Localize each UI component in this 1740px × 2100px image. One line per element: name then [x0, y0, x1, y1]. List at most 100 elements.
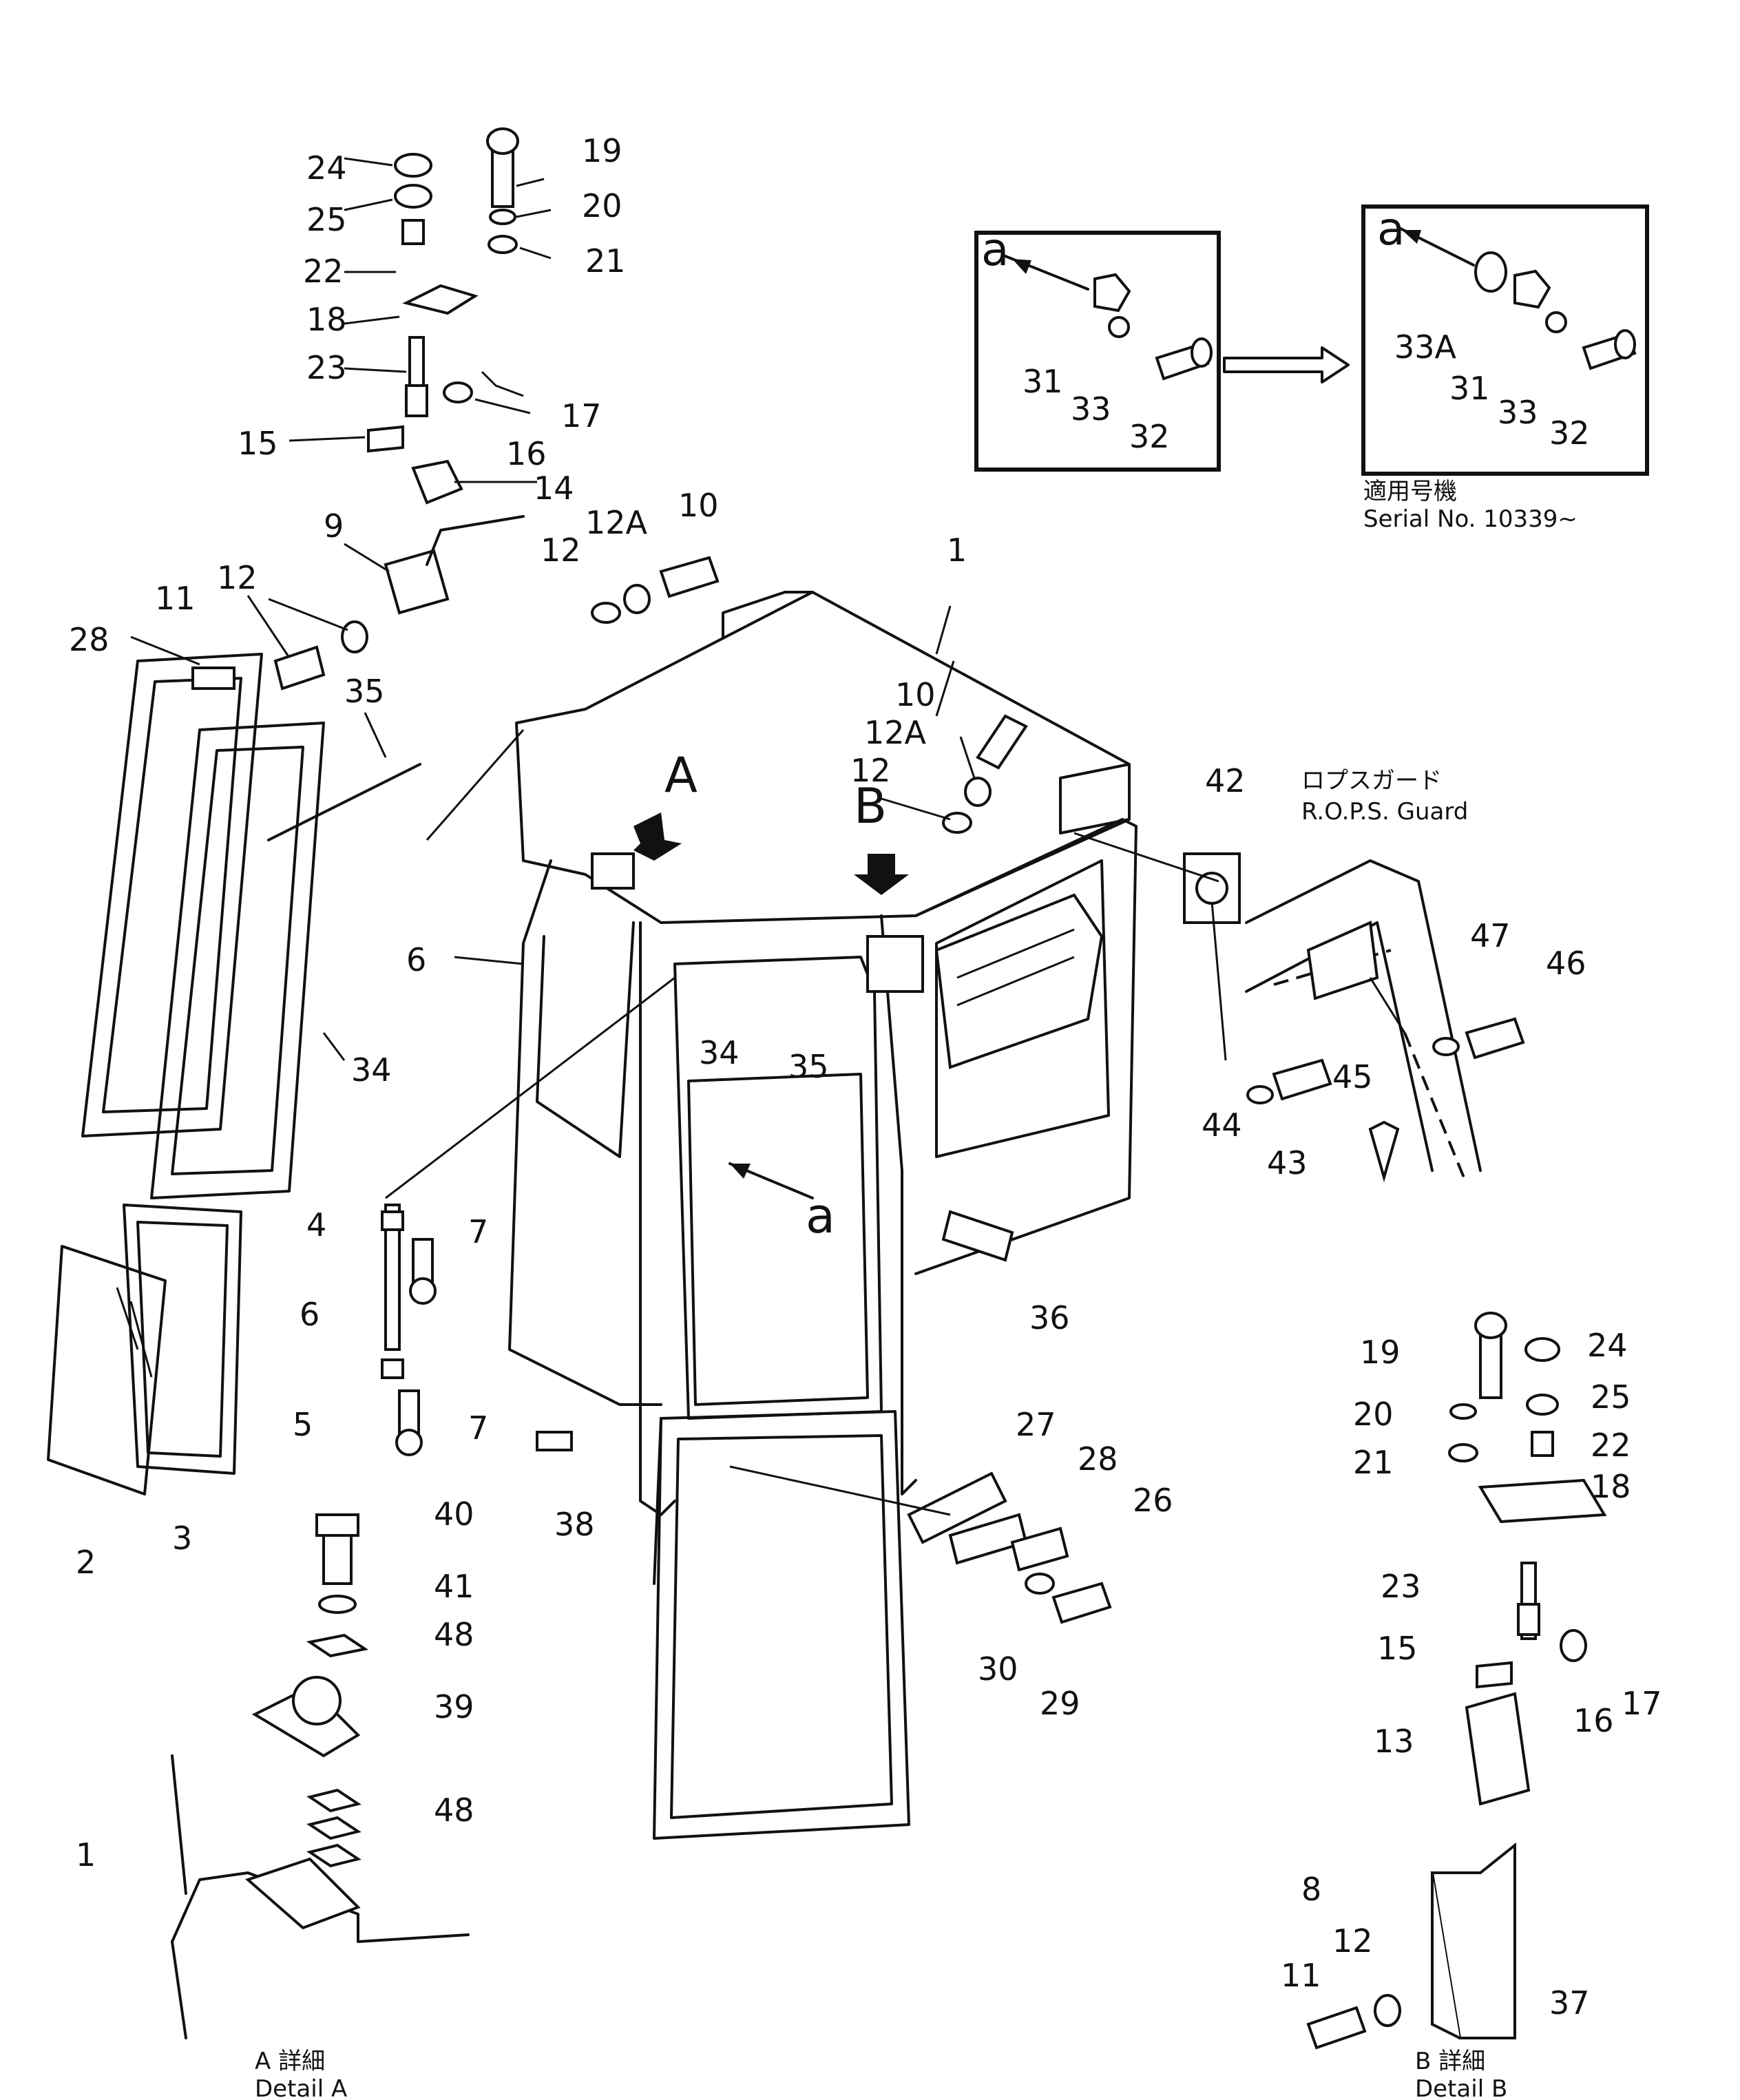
callout-25-b: 25 [1591, 1378, 1631, 1416]
callout-21-b: 21 [1353, 1444, 1394, 1481]
leader-lines [130, 157, 976, 1061]
callout-24-top: 24 [306, 149, 347, 187]
callout-11-b: 11 [1281, 1957, 1321, 1994]
callout-1-main: 1 [947, 532, 967, 569]
callout-20-b: 20 [1353, 1396, 1394, 1433]
callout-7-top: 7 [468, 1213, 488, 1250]
callout-47: 47 [1470, 917, 1511, 954]
callout-22-top: 22 [303, 253, 344, 290]
callout-18-b: 18 [1591, 1468, 1631, 1505]
callout-19-top: 19 [582, 132, 622, 169]
callout-10-right: 10 [895, 676, 936, 713]
callout-42: 42 [1205, 762, 1246, 799]
callout-12-b: 12 [1332, 1922, 1373, 1960]
callout-32-before: 32 [1129, 418, 1170, 455]
callout-14: 14 [534, 470, 574, 507]
callout-35-center: 35 [788, 1048, 829, 1085]
callout-15-top: 15 [238, 425, 278, 462]
detail-b-jp: B 詳細 [1415, 2048, 1485, 2075]
callout-11-left: 11 [155, 580, 196, 617]
callout-45: 45 [1332, 1058, 1373, 1095]
callout-26: 26 [1133, 1482, 1173, 1519]
callout-8: 8 [1301, 1871, 1321, 1908]
misc-parts [385, 729, 1525, 1624]
callout-19-b: 19 [1360, 1334, 1401, 1371]
callout-15-b: 15 [1377, 1630, 1418, 1667]
marker-labels: A B a a a [664, 202, 1405, 1244]
callout-6-top: 6 [406, 941, 426, 978]
ref-label-a-after: a [1377, 202, 1405, 255]
callout-36: 36 [1029, 1299, 1070, 1336]
callout-23-b: 23 [1381, 1568, 1421, 1605]
cab-frame [508, 591, 1138, 1840]
inset-before [974, 231, 1221, 472]
callout-12-left: 12 [541, 532, 581, 569]
detail-a-jp: A 詳細 [255, 2048, 325, 2075]
detail-b [1306, 1312, 1607, 2050]
ref-label-a-before: a [981, 223, 1009, 276]
callout-48-top: 48 [434, 1616, 474, 1653]
callout-1-detail-a: 1 [76, 1836, 96, 1873]
callout-28-center: 28 [1078, 1440, 1118, 1478]
callout-3: 3 [172, 1520, 192, 1557]
callout-7-bottom: 7 [468, 1409, 488, 1447]
callout-12a-left: 12A [585, 504, 648, 541]
rops-guard [1059, 763, 1482, 1185]
callout-34-center: 34 [699, 1034, 740, 1071]
callout-28-left: 28 [69, 621, 109, 658]
callout-44: 44 [1202, 1106, 1242, 1144]
callout-25-top: 25 [306, 201, 347, 238]
callout-12a-right: 12A [864, 714, 927, 751]
callout-29: 29 [1040, 1685, 1080, 1722]
ref-label-a-main: a [806, 1188, 835, 1244]
callout-46: 46 [1546, 945, 1586, 982]
callout-17-top: 17 [561, 397, 602, 434]
serial-en: Serial No. 10339~ [1363, 505, 1577, 533]
callout-5: 5 [293, 1406, 313, 1443]
callout-39: 39 [434, 1688, 474, 1725]
callout-31-before: 31 [1023, 363, 1063, 400]
callout-12-right: 12 [850, 752, 891, 789]
lock-stack-top [273, 127, 525, 691]
roof-bolts [591, 556, 1028, 834]
change-arrow [1223, 346, 1350, 384]
callout-10-left: 10 [678, 487, 719, 524]
callout-21-top: 21 [585, 242, 626, 280]
detail-b-en: Detail B [1415, 2075, 1507, 2100]
callout-33a-after: 33A [1394, 328, 1457, 366]
callout-labels: 19 24 20 25 21 22 18 23 17 15 16 14 10 1… [69, 132, 1662, 2022]
view-markers [633, 812, 909, 1199]
detail-a-en: Detail A [255, 2075, 347, 2100]
callout-13: 13 [1374, 1723, 1414, 1760]
hinge-pin [381, 1204, 437, 1456]
callout-41: 41 [434, 1568, 474, 1605]
callout-32-after: 32 [1549, 414, 1590, 452]
callout-16-b: 16 [1573, 1702, 1614, 1739]
callout-23-top: 23 [306, 349, 347, 386]
notes: 適用号機 Serial No. 10339~ ロプスガード R.O.P.S. G… [255, 478, 1577, 2100]
inset-after [1361, 204, 1649, 476]
callout-48-bottom: 48 [434, 1792, 474, 1829]
callout-43: 43 [1267, 1144, 1308, 1182]
rops-en: R.O.P.S. Guard [1301, 798, 1468, 826]
callout-33-after: 33 [1498, 394, 1538, 431]
callout-31-after: 31 [1449, 370, 1490, 407]
callout-37: 37 [1549, 1984, 1590, 2022]
callout-40: 40 [434, 1495, 474, 1533]
callout-33-before: 33 [1071, 390, 1111, 428]
rops-jp: ロプスガード [1301, 767, 1442, 795]
callout-18-top: 18 [306, 301, 347, 338]
callout-30: 30 [978, 1650, 1018, 1688]
callout-35-top: 35 [344, 673, 385, 710]
side-glass [47, 1204, 242, 1495]
callout-16-top: 16 [506, 435, 547, 472]
callout-20-top: 20 [582, 187, 622, 224]
view-label-a: A [664, 747, 698, 804]
callout-34-left: 34 [351, 1051, 392, 1089]
callout-17-b: 17 [1622, 1685, 1662, 1722]
callout-6-bottom: 6 [300, 1296, 319, 1333]
callout-9: 9 [324, 507, 344, 545]
callout-38: 38 [554, 1506, 595, 1543]
left-door-assembly [81, 653, 421, 1199]
